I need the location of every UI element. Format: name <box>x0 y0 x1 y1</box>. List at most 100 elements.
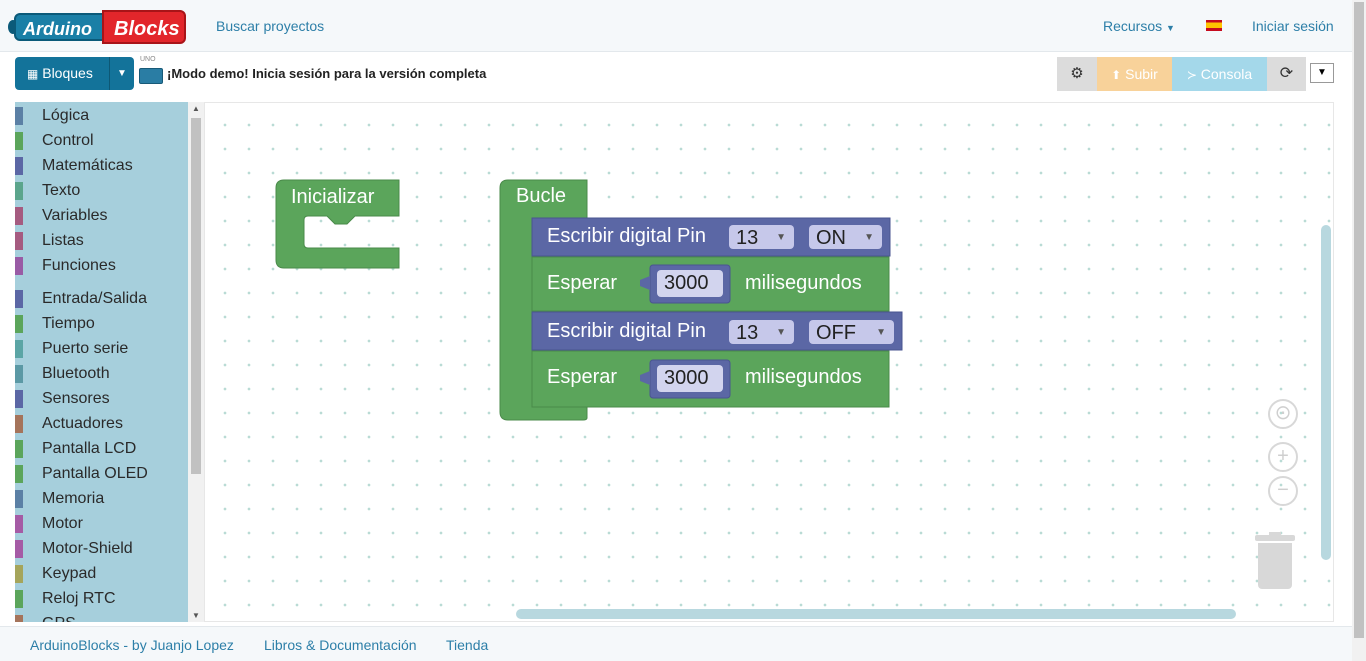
category-item[interactable]: Pantalla OLED <box>15 463 188 485</box>
workspace-vertical-scrollbar[interactable] <box>1321 225 1331 560</box>
category-label: Tiempo <box>42 315 95 332</box>
category-color-swatch <box>15 207 23 225</box>
loop-block[interactable] <box>499 179 588 421</box>
category-label: Motor-Shield <box>42 540 133 557</box>
category-label: Puerto serie <box>42 340 129 357</box>
category-item[interactable]: Motor <box>15 513 188 535</box>
category-item[interactable]: Listas <box>15 230 188 252</box>
refresh-button[interactable]: ⟳ <box>1267 57 1306 91</box>
store-link[interactable]: Tienda <box>446 637 489 653</box>
category-item[interactable]: Control <box>15 130 188 152</box>
category-label: Listas <box>42 232 84 249</box>
arduino-board-icon: UNO <box>139 56 163 84</box>
scroll-down-arrow-icon[interactable]: ▼ <box>192 611 200 620</box>
arduinoblocks-logo[interactable]: Arduino Blocks <box>8 10 186 44</box>
init-block[interactable] <box>275 179 400 269</box>
logo-puzzle-nub <box>8 20 18 34</box>
zoom-out-icon[interactable]: − <box>1268 476 1298 506</box>
recenter-icon[interactable]: ⊙ <box>1268 399 1298 429</box>
category-color-swatch <box>15 132 23 150</box>
page-scrollbar[interactable] <box>1352 0 1366 661</box>
top-navbar: Arduino Blocks Buscar proyectos Recursos… <box>0 0 1352 52</box>
trash-icon[interactable] <box>1255 532 1295 589</box>
category-label: Matemáticas <box>42 157 133 174</box>
category-color-swatch <box>15 415 23 433</box>
upload-button[interactable]: ⬆ Subir <box>1097 57 1172 91</box>
category-label: Pantalla OLED <box>42 465 148 482</box>
category-item[interactable]: Actuadores <box>15 413 188 435</box>
delay-value-field-1[interactable]: 3000 <box>657 270 723 297</box>
category-item[interactable]: Texto <box>15 180 188 202</box>
search-projects-link[interactable]: Buscar proyectos <box>216 18 325 34</box>
category-item[interactable]: Reloj RTC <box>15 588 188 610</box>
sidebar-scroll-thumb[interactable] <box>191 118 201 474</box>
category-item[interactable]: Memoria <box>15 488 188 510</box>
category-item[interactable]: Sensores <box>15 388 188 410</box>
category-item[interactable]: Pantalla LCD <box>15 438 188 460</box>
delay-value-1: 3000 <box>664 272 709 294</box>
settings-gear-button[interactable]: ⚙ <box>1057 57 1097 91</box>
console-button[interactable]: ≻ Consola <box>1172 57 1267 91</box>
category-color-swatch <box>15 157 23 175</box>
blocks-dropdown-toggle[interactable]: ▼ <box>109 57 134 90</box>
write2-label: Escribir digital Pin <box>547 320 706 342</box>
category-color-swatch <box>15 490 23 508</box>
state-dropdown-2[interactable]: OFF▼ <box>809 320 894 344</box>
category-item[interactable]: Funciones <box>15 255 188 277</box>
category-color-swatch <box>15 182 23 200</box>
category-item[interactable]: Matemáticas <box>15 155 188 177</box>
category-item[interactable]: Motor-Shield <box>15 538 188 560</box>
category-color-swatch <box>15 440 23 458</box>
zoom-in-icon[interactable]: + <box>1268 442 1298 472</box>
board-select-dropdown[interactable]: ▼ <box>1310 63 1334 83</box>
category-label: Control <box>42 132 94 149</box>
delay-value-field-2[interactable]: 3000 <box>657 365 723 392</box>
caret-down-icon: ▼ <box>864 232 874 243</box>
input-connector-1 <box>640 276 650 290</box>
category-item[interactable]: Variables <box>15 205 188 227</box>
category-item[interactable]: Bluetooth <box>15 363 188 385</box>
login-link[interactable]: Iniciar sesión <box>1252 18 1334 34</box>
board-label: UNO <box>140 56 156 63</box>
refresh-icon: ⟳ <box>1279 65 1294 82</box>
category-label: Texto <box>42 182 81 199</box>
category-label: Keypad <box>42 565 97 582</box>
upload-icon: ⬆ <box>1111 68 1122 82</box>
caret-down-icon: ▼ <box>1166 23 1175 33</box>
category-color-swatch <box>15 590 23 608</box>
pin-dropdown-2[interactable]: 13▼ <box>729 320 794 344</box>
caret-down-icon: ▼ <box>117 68 127 79</box>
category-item[interactable]: GPS <box>15 613 188 622</box>
loop-block-label: Bucle <box>516 185 567 207</box>
category-label: Funciones <box>42 257 116 274</box>
state-dropdown-1[interactable]: ON▼ <box>809 225 882 249</box>
category-color-swatch <box>15 565 23 583</box>
category-label: Variables <box>42 207 108 224</box>
category-color-swatch <box>15 107 23 125</box>
category-item[interactable]: Puerto serie <box>15 338 188 360</box>
caret-down-icon: ▼ <box>776 232 786 243</box>
workspace-horizontal-scrollbar[interactable] <box>516 609 1236 619</box>
category-item[interactable]: Keypad <box>15 563 188 585</box>
category-item[interactable]: Tiempo <box>15 313 188 335</box>
category-label: Lógica <box>42 107 90 124</box>
credit-link[interactable]: ArduinoBlocks - by Juanjo Lopez <box>30 637 234 653</box>
scroll-up-arrow-icon[interactable]: ▲ <box>192 104 200 113</box>
category-item[interactable]: Entrada/Salida <box>15 288 188 310</box>
blocks-button[interactable]: ▦ Bloques <box>15 57 109 90</box>
category-item[interactable]: Lógica <box>15 105 188 127</box>
sidebar-scrollbar[interactable]: ▲ ▼ <box>188 102 204 622</box>
terminal-icon: ≻ <box>1186 68 1197 82</box>
footer: ArduinoBlocks - by Juanjo Lopez Libros &… <box>0 626 1352 661</box>
category-label: Memoria <box>42 490 105 507</box>
state-value-2: OFF <box>816 322 856 344</box>
upload-label: Subir <box>1125 66 1158 82</box>
resources-menu[interactable]: Recursos ▼ <box>1103 18 1175 34</box>
docs-link[interactable]: Libros & Documentación <box>264 637 417 653</box>
blocks-grid-icon: ▦ <box>27 67 39 81</box>
spain-flag-icon[interactable] <box>1206 20 1222 31</box>
pin-dropdown-1[interactable]: 13▼ <box>729 225 794 249</box>
caret-down-icon: ▼ <box>776 327 786 338</box>
category-color-swatch <box>15 465 23 483</box>
page-scroll-thumb[interactable] <box>1354 2 1364 638</box>
